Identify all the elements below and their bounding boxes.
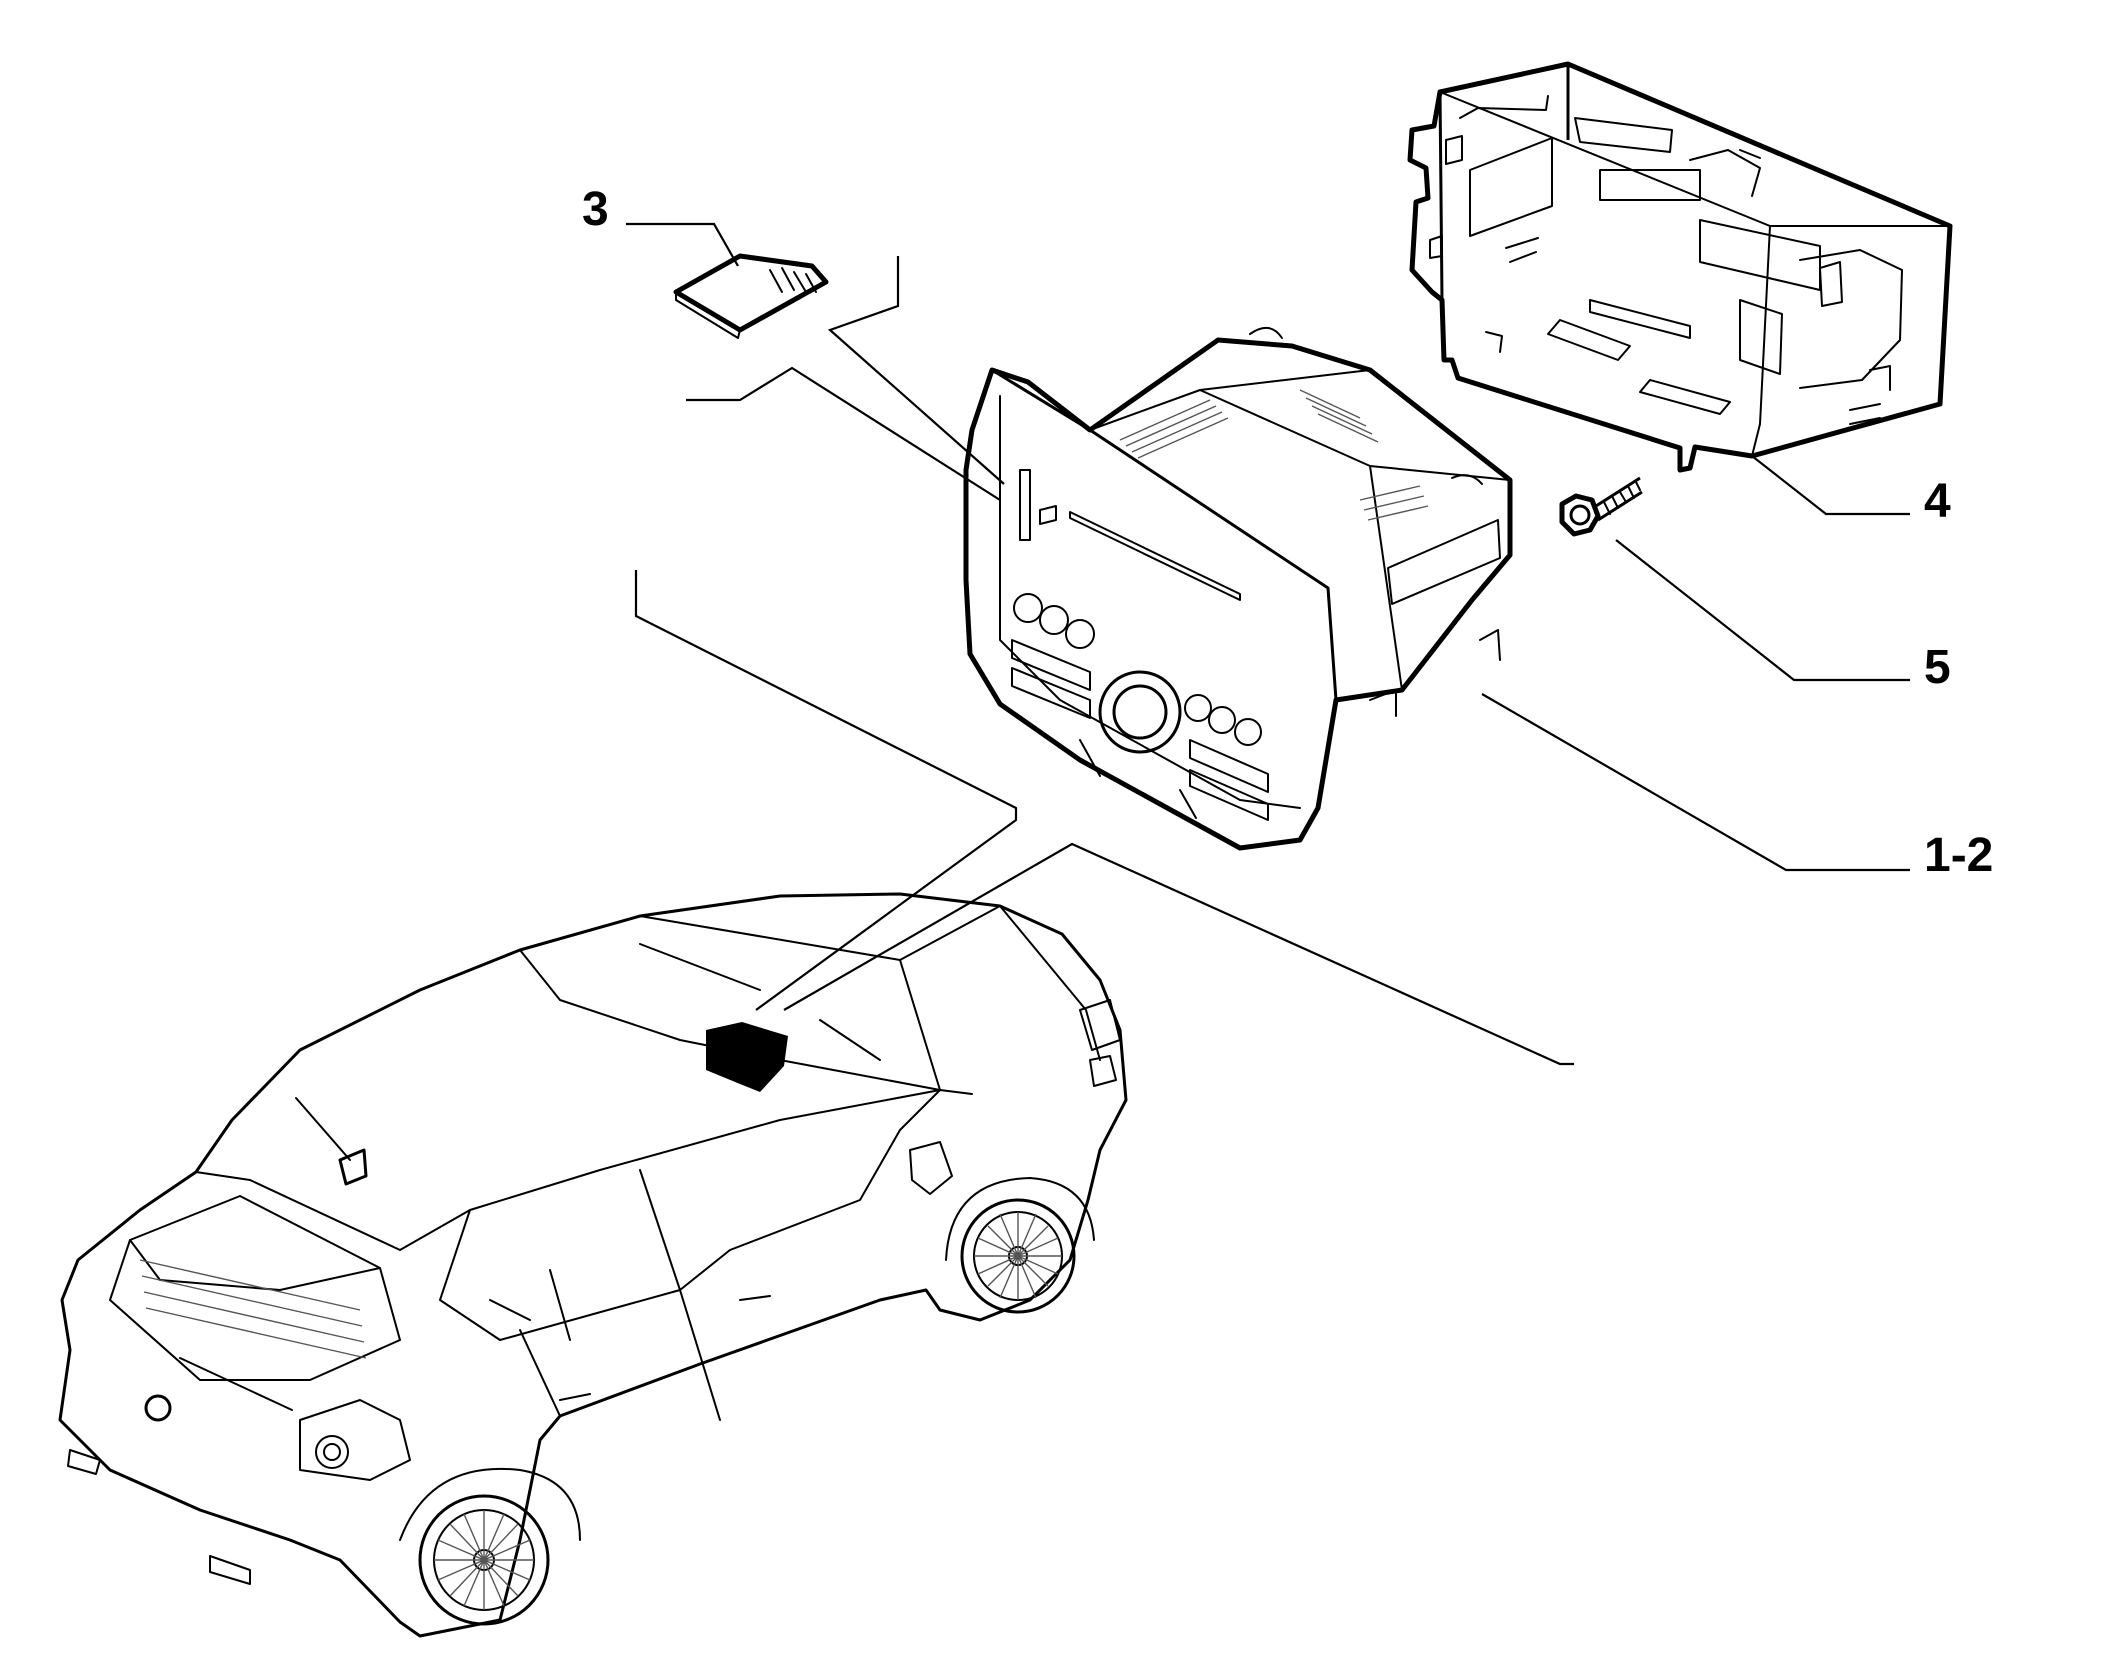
callout-part-4: 4 — [1924, 475, 1951, 528]
car-illustration — [58, 892, 1128, 1638]
sd-card — [673, 253, 829, 339]
screw — [1559, 476, 1643, 537]
mounting-cage — [1407, 61, 1953, 473]
radio-unit — [963, 327, 1513, 851]
callout-part-1-2: 1-2 — [1924, 829, 1994, 882]
leader-lines — [626, 222, 1910, 1066]
callout-part-3: 3 — [582, 183, 609, 236]
callout-part-5: 5 — [1924, 641, 1951, 694]
